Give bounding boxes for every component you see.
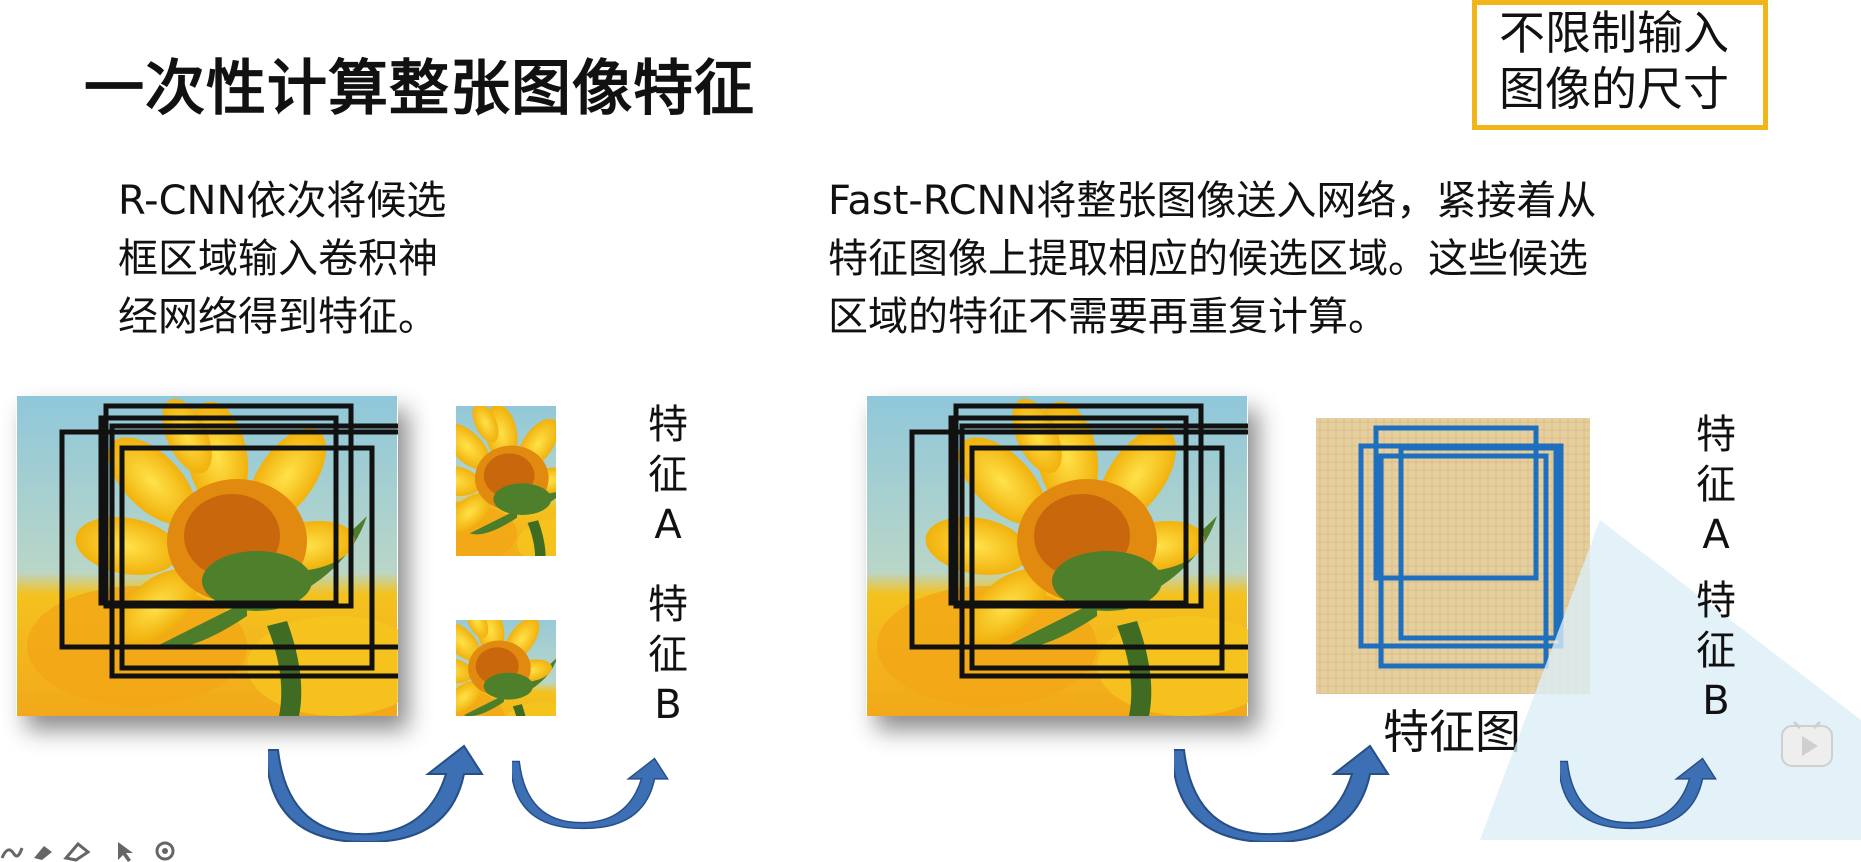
rcnn-proposal-boxes: [59, 403, 398, 679]
record-icon[interactable]: [155, 841, 175, 861]
rcnn-description-line: 经网络得到特征。: [118, 294, 438, 340]
background-triangle-decoration: [1480, 520, 1861, 840]
proposal-box: [953, 403, 1204, 609]
fast-rcnn-feature-a-label: 特 征 A: [1686, 410, 1746, 560]
label-char: 特: [1696, 578, 1736, 624]
rcnn-feature-a-label: 特 征 A: [638, 400, 698, 550]
proposal-box: [948, 415, 1189, 606]
pen-icon[interactable]: [0, 847, 24, 859]
fast-rcnn-description: Fast-RCNN将整张图像送入网络，紧接着从 特征图像上提取相应的候选区域。这…: [828, 172, 1596, 346]
proposal-box: [103, 403, 354, 609]
label-char: 特: [648, 402, 688, 448]
label-char: B: [654, 682, 682, 728]
proposal-box: [909, 429, 1248, 650]
slideshow-toolbar: [0, 841, 175, 862]
proposal-box: [959, 423, 1248, 679]
curved-arrow-icon: [512, 757, 669, 830]
fast-rcnn-proposal-boxes: [909, 403, 1248, 679]
label-char: 征: [648, 632, 688, 678]
proposal-box: [109, 423, 398, 679]
sunflower-crop-icon: [456, 620, 556, 716]
rcnn-crop-b: [456, 620, 556, 716]
input-size-note-line-1: 不限制输入: [1499, 6, 1729, 60]
label-char: A: [654, 502, 682, 548]
feature-map-caption: 特征图: [1383, 705, 1521, 759]
fast-rcnn-description-line: Fast-RCNN将整张图像送入网络，紧接着从: [828, 178, 1597, 224]
proposal-box: [98, 415, 339, 606]
label-char: 特: [648, 582, 688, 628]
curved-arrow-icon: [268, 745, 483, 842]
rcnn-description-line: 框区域输入卷积神: [118, 236, 438, 282]
label-char: 征: [1696, 462, 1736, 508]
rcnn-description-line: R-CNN依次将候选: [118, 178, 447, 224]
curved-arrow-icon: [1174, 745, 1389, 842]
rcnn-description: R-CNN依次将候选 框区域输入卷积神 经网络得到特征。: [118, 172, 446, 346]
sunflower-crop-icon: [456, 406, 556, 556]
play-icon[interactable]: [1780, 720, 1834, 770]
input-size-note: 不限制输入 图像的尺寸: [1472, 0, 1768, 130]
label-char: 征: [1696, 628, 1736, 674]
rcnn-feature-b-label: 特 征 B: [638, 580, 698, 730]
input-size-note-line-2: 图像的尺寸: [1499, 62, 1729, 116]
pointer-icon[interactable]: [118, 842, 133, 862]
proposal-box: [969, 445, 1225, 671]
label-char: A: [1702, 512, 1730, 558]
highlighter-icon[interactable]: [34, 846, 52, 860]
fast-rcnn-description-line: 特征图像上提取相应的候选区域。这些候选: [828, 236, 1588, 282]
rcnn-crop-a: [456, 406, 556, 556]
feature-box: [1398, 445, 1559, 641]
proposal-box: [119, 445, 375, 671]
fast-rcnn-description-line: 区域的特征不需要再重复计算。: [828, 294, 1388, 340]
slide-title: 一次性计算整张图像特征: [84, 54, 755, 124]
feature-box: [1378, 453, 1549, 669]
label-char: 征: [648, 452, 688, 498]
curved-arrow-icon: [1560, 757, 1717, 830]
eraser-icon[interactable]: [63, 841, 91, 862]
proposal-box: [59, 429, 398, 650]
feature-box: [1373, 425, 1539, 581]
label-char: B: [1702, 678, 1730, 724]
feature-map: [1316, 418, 1590, 694]
label-char: 特: [1696, 412, 1736, 458]
fast-rcnn-feature-b-label: 特 征 B: [1686, 576, 1746, 726]
